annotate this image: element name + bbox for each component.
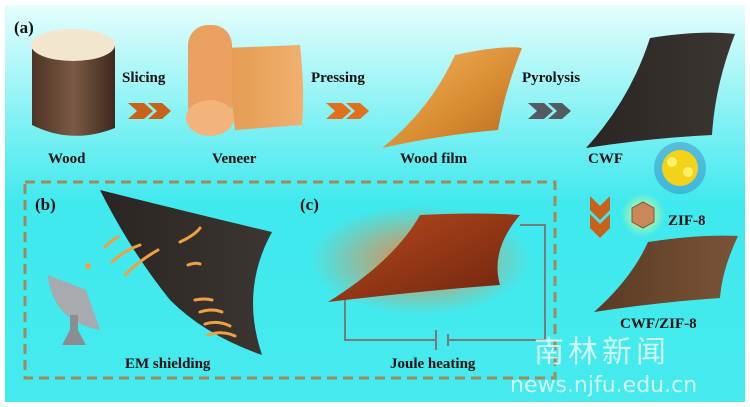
em-shield-sheet-image (100, 190, 272, 355)
arrow-chevrons-pressing (326, 103, 369, 119)
label-cwf-zif8: CWF/ZIF-8 (620, 316, 697, 332)
em-wave-arcs (103, 226, 237, 338)
applications-dashed-box (23, 180, 557, 380)
arrow-chevrons-slicing (128, 103, 171, 119)
step-pressing: Pressing (311, 70, 365, 86)
label-cwf: CWF (588, 151, 623, 167)
step-slicing: Slicing (122, 70, 166, 86)
zif8-crystal-image (621, 142, 706, 237)
joule-circuit (344, 224, 546, 350)
label-em-shielding: EM shielding (125, 356, 211, 372)
cwf-sheet-image (586, 32, 735, 148)
veneer-roll-image (186, 25, 304, 136)
joule-heating-sheet-image (328, 213, 520, 302)
cwf-zif8-sheet-image (594, 235, 738, 312)
label-zif8: ZIF-8 (668, 213, 706, 229)
panel-label-c: (c) (300, 195, 319, 214)
watermark-url: news.njfu.edu.cn (510, 373, 697, 398)
watermark-cn: 南林新闻 (534, 335, 670, 370)
label-joule-heating: Joule heating (390, 356, 476, 372)
arrow-chevrons-pyrolysis (528, 103, 571, 119)
label-veneer: Veneer (212, 151, 257, 167)
step-pyrolysis: Pyrolysis (522, 70, 580, 86)
panel-label-b: (b) (35, 195, 56, 214)
wood-log-image (31, 29, 115, 136)
arrow-chevrons-down (590, 196, 610, 238)
panel-label-a: (a) (14, 18, 34, 37)
label-wood: Wood (48, 151, 86, 167)
wood-film-image (382, 47, 522, 148)
label-wood-film: Wood film (400, 151, 468, 167)
satellite-dish-icon (48, 263, 100, 345)
